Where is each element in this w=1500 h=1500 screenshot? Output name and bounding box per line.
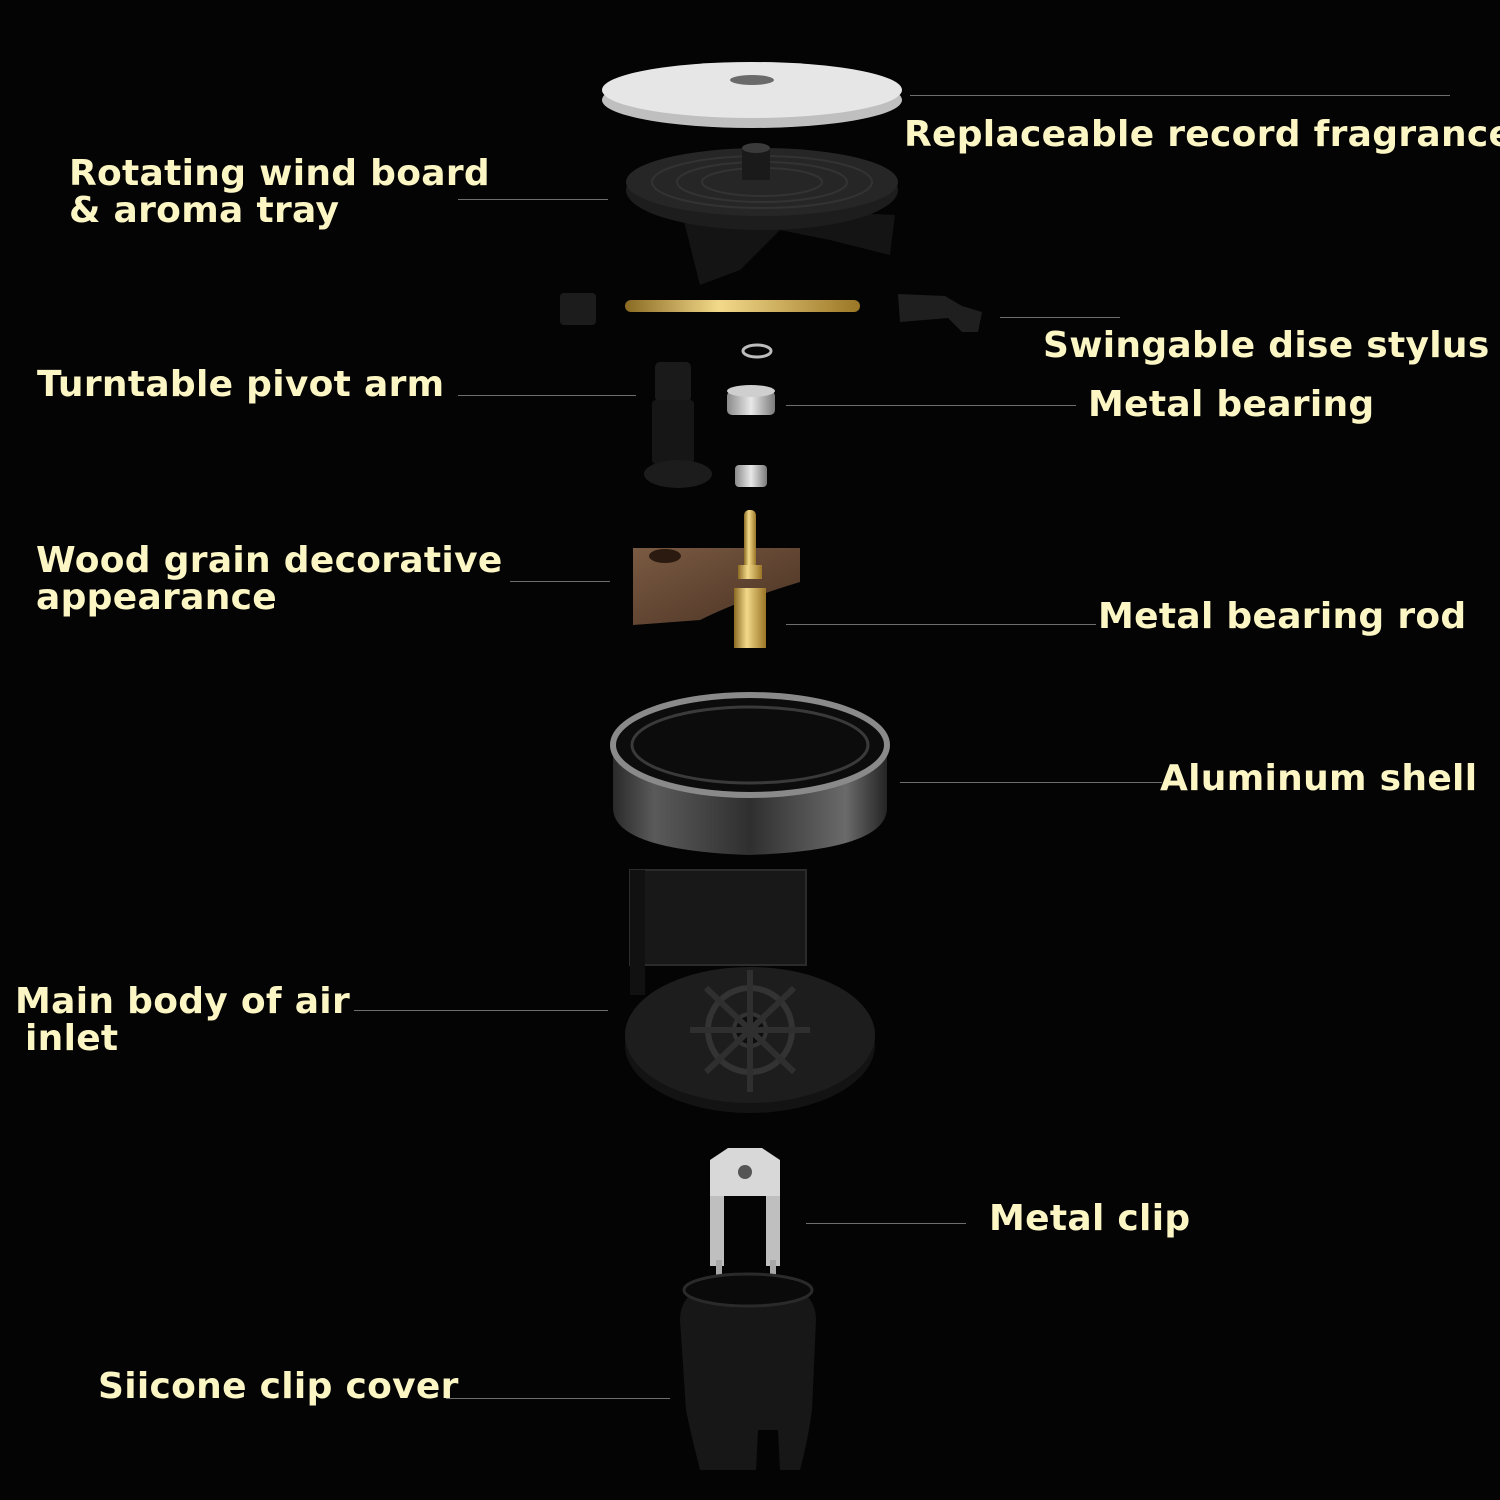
fragrance-disc-icon bbox=[602, 62, 902, 128]
leader-metal-clip bbox=[806, 1223, 966, 1224]
wood-grain-piece-icon bbox=[633, 548, 800, 625]
leader-shell bbox=[900, 782, 1162, 783]
leader-wind-board bbox=[458, 199, 608, 200]
label-wind-board: Rotating wind board & aroma tray bbox=[69, 155, 490, 229]
air-inlet-body-icon bbox=[625, 869, 875, 1113]
label-wind-board-line2: & aroma tray bbox=[69, 190, 340, 231]
wind-board-icon bbox=[626, 143, 898, 285]
leader-record bbox=[910, 95, 1450, 96]
leader-bearing bbox=[786, 405, 1076, 406]
pivot-arm-icon bbox=[644, 362, 712, 488]
label-stylus: Swingable dise stylus bbox=[1043, 325, 1490, 366]
leader-clip-cover bbox=[446, 1398, 670, 1399]
label-wood-grain-line2: appearance bbox=[36, 577, 277, 618]
leader-bearing-rod bbox=[786, 624, 1096, 625]
label-bearing-rod: Metal bearing rod bbox=[1098, 596, 1467, 637]
label-record-fragrance: Replaceable record fragrance bbox=[904, 114, 1500, 155]
leader-wood bbox=[510, 581, 610, 582]
label-wind-board-line1: Rotating wind board bbox=[69, 153, 490, 194]
leader-stylus bbox=[1000, 317, 1120, 318]
label-metal-clip: Metal clip bbox=[989, 1198, 1191, 1239]
label-air-inlet: Main body of air inlet bbox=[15, 983, 350, 1057]
label-air-inlet-line1: Main body of air bbox=[15, 981, 351, 1022]
aluminum-ring-icon bbox=[610, 692, 890, 855]
metal-clip-icon bbox=[710, 1148, 780, 1292]
bearing-rod-icon bbox=[734, 510, 766, 648]
silicone-cover-icon bbox=[680, 1272, 816, 1470]
stylus-arm-icon bbox=[560, 293, 982, 332]
label-aluminum-shell: Aluminum shell bbox=[1160, 758, 1478, 799]
label-clip-cover: Siicone clip cover bbox=[98, 1366, 459, 1407]
label-pivot-arm: Turntable pivot arm bbox=[37, 364, 445, 405]
label-wood-grain-line1: Wood grain decorative bbox=[36, 540, 503, 581]
leader-air-inlet bbox=[354, 1010, 608, 1011]
label-wood-grain: Wood grain decorative appearance bbox=[36, 542, 503, 616]
label-metal-bearing: Metal bearing bbox=[1088, 384, 1375, 425]
metal-bearing-icon bbox=[727, 385, 775, 487]
label-air-inlet-line2: inlet bbox=[25, 1018, 119, 1059]
washer-icon bbox=[741, 343, 773, 359]
leader-pivot-arm bbox=[458, 395, 636, 396]
